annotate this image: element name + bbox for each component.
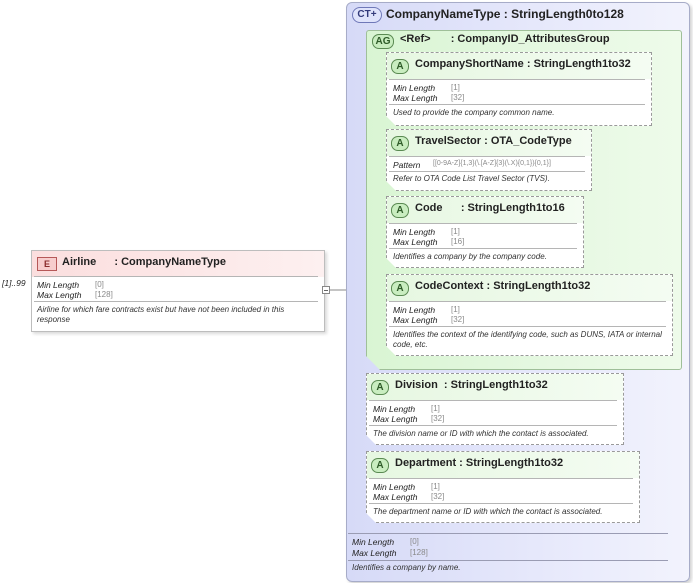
complex-type-separator [348,533,668,534]
attribute-code-context[interactable]: A CodeContext : StringLength1to32 Min Le… [386,274,673,356]
attribute-badge: A [391,203,409,218]
attribute-division[interactable]: A Division : StringLength1to32 Min Lengt… [366,373,624,445]
facet-value: [1] [451,305,460,314]
complex-type-facet-value: [0] [410,537,419,546]
complex-type-facet-label: Max Length [352,548,397,558]
facet-value: [32] [451,93,465,102]
attribute-department[interactable]: A Department : StringLength1to32 Min Len… [366,451,640,523]
element-badge: E [37,257,57,271]
facet-value: [128] [95,290,113,299]
complex-type-title[interactable]: CompanyNameType : StringLength0to128 [386,7,624,21]
attribute-group-name: : CompanyID_AttributesGroup [450,33,610,45]
attribute-doc: Identifies a company by the company code… [393,252,547,261]
attribute-travel-sector[interactable]: A TravelSector : OTA_CodeType Pattern [[… [386,129,592,191]
facet-label: Min Length [373,482,416,492]
attribute-company-short-name[interactable]: A CompanyShortName : StringLength1to32 M… [386,52,652,126]
facet-label: Min Length [393,83,436,93]
facet-label: Min Length [373,404,416,414]
attribute-badge: A [371,380,389,395]
facet-label: Max Length [393,237,438,247]
facet-value: [1] [451,227,460,236]
attribute-badge: A [391,281,409,296]
facet-label: Max Length [373,414,418,424]
attribute-badge: A [391,136,409,151]
element-name: Airline [62,256,97,268]
attribute-group-ref: <Ref> [400,33,431,45]
attribute-title: TravelSector : OTA_CodeType [415,135,572,147]
attribute-title: Division : StringLength1to32 [395,379,548,391]
facet-label: Max Length [393,93,438,103]
attribute-title: Code : StringLength1to16 [415,202,565,214]
facet-label: Max Length [373,492,418,502]
facet-label: Min Length [393,227,436,237]
facet-label: Pattern [393,160,421,170]
complex-type-doc: Identifies a company by name. [352,563,461,572]
attribute-doc: Refer to OTA Code List Travel Sector (TV… [393,174,550,183]
facet-label: Min Length [37,280,80,290]
attribute-doc: The division name or ID with which the c… [373,429,589,438]
facet-value: [1] [431,482,440,491]
facet-value: [32] [431,414,445,423]
complex-type-facet-value: [128] [410,548,428,557]
attribute-title: Department : StringLength1to32 [395,457,564,469]
complex-type-facet-label: Min Length [352,537,395,547]
attribute-badge: A [371,458,389,473]
element-cardinality: [1]..99 [2,278,26,288]
facet-label: Max Length [393,315,438,325]
facet-value: [16] [451,237,465,246]
attribute-badge: A [391,59,409,74]
collapse-toggle[interactable] [322,286,330,294]
facet-value: [1] [451,83,460,92]
facet-value: [32] [451,315,465,324]
attribute-doc: The department name or ID with which the… [373,507,603,516]
complex-type-separator [348,560,668,561]
attribute-doc: Identifies the context of the identifyin… [393,330,662,349]
element-doc: Airline for which fare contracts exist b… [37,305,285,324]
attribute-group-title[interactable]: <Ref> : CompanyID_AttributesGroup [400,33,610,45]
complex-type-badge: CT+ [352,7,382,23]
facet-value: [0] [95,280,104,289]
attribute-code[interactable]: A Code : StringLength1to16 Min Length [1… [386,196,584,268]
facet-value: [1] [431,404,440,413]
element-airline[interactable]: E Airline : CompanyNameType Min Length [… [31,250,325,332]
attribute-title: CompanyShortName : StringLength1to32 [415,58,631,70]
facet-value: [[0-9A-Z]{1,3}(\.[A-Z]{3}(\.X){0,1}){0,1… [433,160,551,167]
attribute-doc: Used to provide the company common name. [393,108,555,117]
facet-label: Min Length [393,305,436,315]
attribute-group-badge: AG [372,34,394,49]
element-type: : CompanyNameType [114,256,227,268]
facet-value: [32] [431,492,445,501]
facet-label: Max Length [37,290,82,300]
attribute-title: CodeContext : StringLength1to32 [415,280,591,292]
element-title: Airline : CompanyNameType [62,256,226,268]
